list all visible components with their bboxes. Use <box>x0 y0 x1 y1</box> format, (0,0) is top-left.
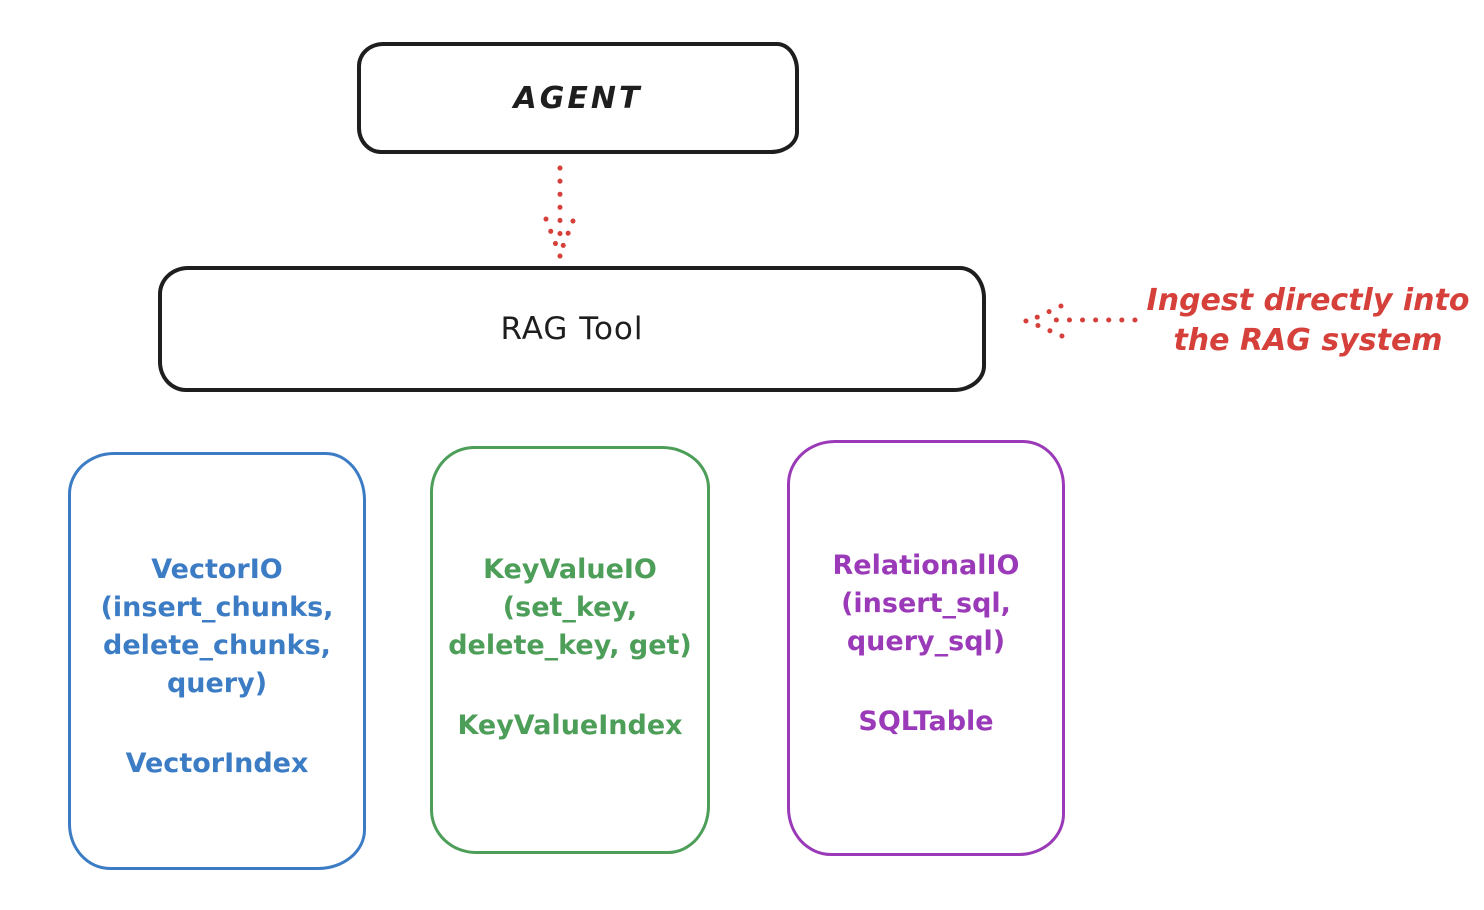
keyvalue-io-methods-line1: (set_key, <box>502 592 638 623</box>
ingest-annotation: Ingest directly into the RAG system <box>1140 281 1476 361</box>
dotted-arrow-down-icon <box>543 165 576 259</box>
keyvalue-index-label: KeyValueIndex <box>457 710 683 741</box>
rag-tool-box: RAG Tool <box>158 266 986 392</box>
keyvalue-io-box: KeyValueIO (set_key, delete_key, get) Ke… <box>430 446 710 854</box>
vector-io-methods-line2: delete_chunks, <box>103 630 331 661</box>
relational-io-title: RelationalIO <box>832 550 1020 581</box>
vector-io-box: VectorIO (insert_chunks, delete_chunks, … <box>68 452 366 870</box>
keyvalue-io-title: KeyValueIO <box>483 554 657 585</box>
vector-io-methods-line1: (insert_chunks, <box>100 592 334 623</box>
vector-index-label: VectorIndex <box>125 748 309 779</box>
relational-io-methods-line2: query_sql) <box>846 626 1006 657</box>
ingest-annotation-line2: the RAG system <box>1173 323 1443 358</box>
dotted-arrow-left-icon <box>1023 303 1138 339</box>
sql-table-label: SQLTable <box>858 706 994 737</box>
rag-tool-label: RAG Tool <box>500 311 644 347</box>
agent-label: AGENT <box>513 80 643 116</box>
relational-io-methods-line1: (insert_sql, <box>841 588 1011 619</box>
vector-io-title: VectorIO <box>151 554 283 585</box>
agent-box: AGENT <box>357 42 799 154</box>
relational-io-box: RelationalIO (insert_sql, query_sql) SQL… <box>787 440 1065 856</box>
vector-io-methods-line3: query) <box>166 668 268 699</box>
keyvalue-io-methods-line2: delete_key, get) <box>448 630 692 661</box>
ingest-annotation-line1: Ingest directly into <box>1146 283 1470 318</box>
